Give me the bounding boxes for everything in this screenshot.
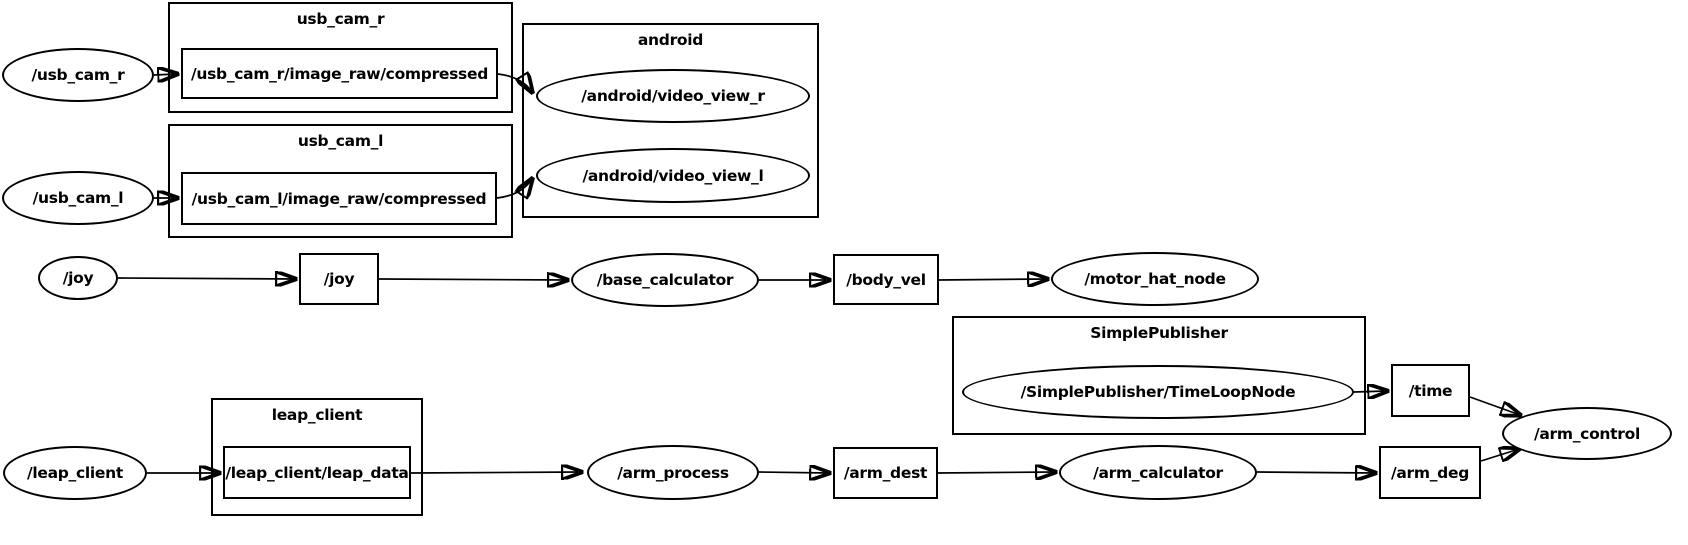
graph-node-arm-control: /arm_control	[1502, 407, 1672, 460]
edge-body-vel-to-motor-hat-node	[938, 279, 1047, 280]
graph-node-leap-client-label: /leap_client	[27, 464, 123, 482]
topic-box-leap-client-leap-data: /leap_client/leap_data	[223, 446, 411, 499]
graph-node-android-video-view-l: /android/video_view_l	[536, 148, 810, 203]
topic-box-usb-cam-r-image-raw-compressed: /usb_cam_r/image_raw/compressed	[181, 48, 498, 99]
edge-arm-dest-to-arm-calculator	[937, 472, 1055, 473]
topic-box-arm-deg-label: /arm_deg	[1391, 463, 1469, 482]
cluster-simple-publisher-title: SimplePublisher	[1090, 324, 1228, 342]
cluster-usb-cam-r-title: usb_cam_r	[296, 10, 385, 28]
graph-node-joy: /joy	[38, 256, 118, 300]
graph-node-usb-cam-l-label: /usb_cam_l	[32, 189, 124, 207]
edge-arm-calculator-to-arm-deg	[1256, 472, 1375, 473]
topic-box-joy-label: /joy	[323, 270, 355, 288]
cluster-leap-client-title: leap_client	[271, 406, 363, 424]
graph-node-base-calculator-label: /base_calculator	[596, 271, 734, 289]
graph-node-leap-client: /leap_client	[3, 446, 147, 500]
graph-node-android-video-view-r: /android/video_view_r	[536, 69, 810, 123]
graph-node-motor-hat-node-label: /motor_hat_node	[1084, 270, 1226, 288]
graph-node-video-view-l-label: /android/video_view_l	[582, 166, 764, 185]
graph-node-joy-label: /joy	[62, 269, 94, 287]
cluster-android-title: android	[637, 31, 704, 49]
graph-node-video-view-r-label: /android/video_view_r	[581, 87, 765, 105]
topic-box-time-label: /time	[1408, 381, 1453, 400]
topic-box-usb-cam-r-label: /usb_cam_r/image_raw/compressed	[191, 64, 488, 83]
graph-node-timeloopnode-label: /SimplePublisher/TimeLoopNode	[1020, 383, 1296, 401]
graph-node-motor-hat-node: /motor_hat_node	[1051, 252, 1259, 306]
topic-box-arm-deg: /arm_deg	[1379, 446, 1481, 499]
topic-box-arm-dest-label: /arm_dest	[843, 464, 928, 482]
graph-node-arm-process: /arm_process	[587, 445, 759, 500]
edge-time-to-arm-control	[1469, 396, 1520, 415]
graph-node-usb-cam-r: /usb_cam_r	[2, 48, 154, 102]
topic-box-joy: /joy	[299, 253, 379, 305]
topic-box-leap-data-label: /leap_client/leap_data	[225, 463, 409, 482]
edge-arm-deg-to-arm-control	[1480, 449, 1519, 461]
edge-arm-process-to-arm-dest	[758, 472, 829, 473]
topic-box-body-vel-label: /body_vel	[846, 270, 926, 289]
graph-node-arm-process-label: /arm_process	[617, 463, 729, 482]
topic-box-arm-dest: /arm_dest	[833, 447, 938, 499]
edge-joy-node-to-joy-topic	[117, 278, 295, 279]
edge-joy-topic-to-base-calculator	[378, 279, 567, 280]
topic-box-body-vel: /body_vel	[833, 254, 939, 305]
graph-node-arm-calculator-label: /arm_calculator	[1093, 463, 1223, 482]
topic-box-usb-cam-l-image-raw-compressed: /usb_cam_l/image_raw/compressed	[181, 172, 497, 225]
topic-box-usb-cam-l-label: /usb_cam_l/image_raw/compressed	[191, 189, 487, 208]
graph-node-base-calculator: /base_calculator	[571, 253, 759, 307]
cluster-usb-cam-l-title: usb_cam_l	[297, 132, 384, 150]
graph-node-arm-control-label: /arm_control	[1534, 424, 1640, 443]
topic-box-time: /time	[1391, 364, 1470, 417]
edge-leap-data-to-arm-process	[410, 472, 581, 473]
graph-node-usb-cam-l: /usb_cam_l	[2, 171, 154, 225]
graph-node-simplepublisher-timeloopnode: /SimplePublisher/TimeLoopNode	[962, 365, 1354, 419]
graph-node-arm-calculator: /arm_calculator	[1059, 445, 1257, 500]
graph-node-usb-cam-r-label: /usb_cam_r	[31, 66, 125, 84]
